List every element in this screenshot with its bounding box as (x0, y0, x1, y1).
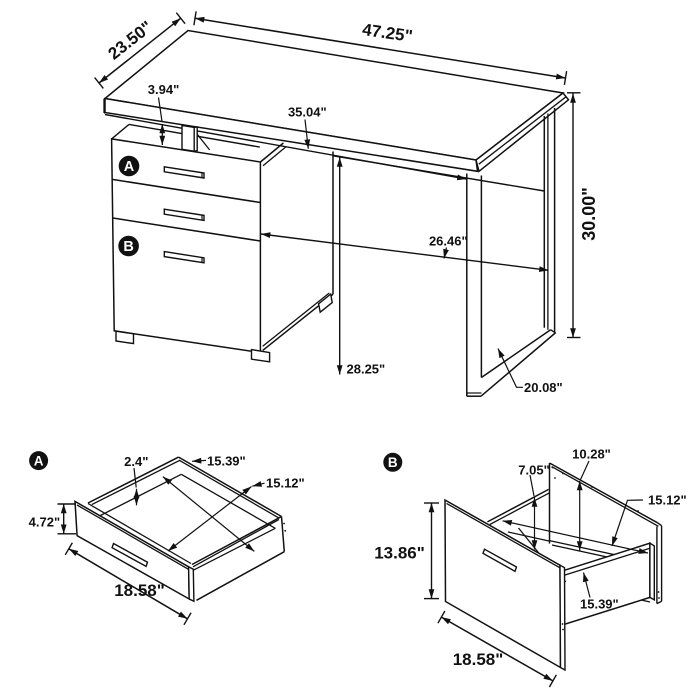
svg-text:7.05": 7.05" (518, 463, 549, 478)
svg-text:10.28": 10.28" (572, 446, 611, 461)
svg-text:B: B (123, 239, 133, 255)
svg-text:18.58": 18.58" (453, 650, 504, 669)
svg-text:4.72": 4.72" (29, 515, 60, 530)
svg-text:28.25": 28.25" (347, 362, 386, 377)
svg-text:26.46": 26.46" (429, 233, 468, 248)
svg-text:B: B (388, 455, 398, 470)
svg-text:30.00": 30.00" (579, 187, 599, 241)
svg-text:2.4": 2.4" (124, 454, 148, 469)
svg-text:A: A (34, 453, 44, 468)
svg-text:18.58": 18.58" (114, 581, 165, 600)
svg-text:35.04": 35.04" (288, 105, 327, 120)
svg-text:15.12": 15.12" (266, 476, 305, 491)
svg-text:3.94": 3.94" (148, 82, 179, 97)
svg-text:15.39": 15.39" (580, 597, 619, 612)
svg-text:A: A (124, 159, 135, 175)
svg-text:15.39": 15.39" (207, 453, 246, 468)
svg-text:15.12": 15.12" (648, 492, 687, 507)
svg-text:13.86": 13.86" (374, 544, 425, 563)
svg-text:20.08": 20.08" (524, 380, 563, 395)
